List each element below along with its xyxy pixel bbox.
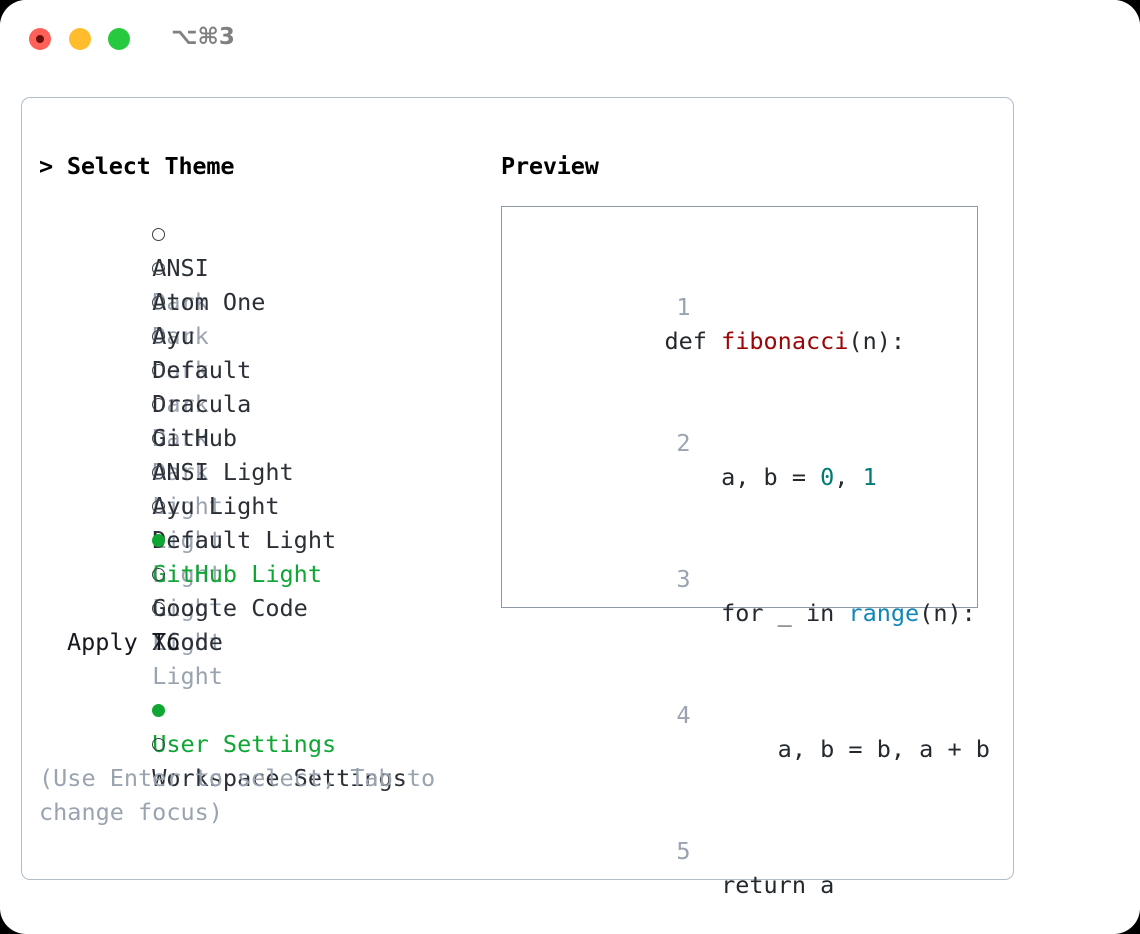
theme-name: Google Code [152,594,308,622]
apply-to-option-user-settings[interactable]: User Settings [39,659,489,758]
theme-name: ANSI Light [152,458,294,486]
theme-selector-column: > Select Theme ANSI Dark Atom One Dark A… [39,149,489,829]
keyboard-shortcut-label: ⌥⌘3 [171,24,235,50]
radio-unselected-icon[interactable] [152,353,166,387]
theme-name: XCode [152,628,223,656]
title-bar: ⌥⌘3 [0,0,1140,78]
code-text: a, b = b, a + b [664,735,990,763]
theme-name: Ayu Light [152,492,280,520]
radio-unselected-icon[interactable] [152,727,166,761]
code-line: 3 for _ in range(n): [523,528,977,664]
code-text: (n): [848,327,906,355]
theme-list-item-default[interactable]: Default Dark [39,285,489,418]
theme-list-item-dracula[interactable]: Dracula Dark [39,319,489,452]
theme-list-item-google-code[interactable]: Google Code Light [39,523,489,656]
radio-unselected-icon[interactable] [152,489,166,523]
apply-to-header: Apply To [67,628,181,656]
theme-name: Default Light [152,526,337,554]
theme-list-item-default-light[interactable]: Default Light Light [39,455,489,588]
apply-to-option-label: User Settings [152,730,337,758]
code-text: return a [664,871,835,899]
radio-selected-icon[interactable] [152,693,166,727]
radio-unselected-icon[interactable] [152,285,166,319]
radio-unselected-icon[interactable] [152,557,166,591]
code-text: for _ in [664,599,849,627]
main-panel: > Select Theme ANSI Dark Atom One Dark A… [21,97,1014,899]
close-button[interactable] [29,28,51,50]
theme-name: GitHub Light [152,560,322,588]
theme-kind: Light [152,662,223,690]
line-number: 1 [676,293,691,321]
code-number: 1 [862,463,877,491]
line-number: 4 [676,701,691,729]
radio-unselected-icon[interactable] [152,421,166,455]
line-number: 3 [676,565,691,593]
theme-kind: Light [152,628,223,656]
code-line: 1 def fibonacci(n): [523,256,977,392]
theme-selector-header: > Select Theme [39,152,235,180]
theme-list-item-xcode[interactable]: XCode Light [39,557,489,690]
code-function-name: fibonacci [721,327,849,355]
radio-unselected-icon[interactable] [152,387,166,421]
code-keyword: def [664,327,722,355]
theme-name: GitHub [152,424,238,452]
line-number: 2 [676,429,691,457]
radio-unselected-icon[interactable] [152,319,166,353]
theme-list-item-ansi[interactable]: ANSI Dark [39,183,489,316]
apply-to-option-label: Workspace Settings [152,764,407,792]
theme-list-item-github-light[interactable]: GitHub Light Light [39,489,489,622]
radio-selected-icon[interactable] [152,523,166,557]
minimize-button[interactable] [69,28,91,50]
theme-list-item-github[interactable]: GitHub Dark [39,353,489,486]
code-line: 5 return a [523,800,977,934]
code-line: 2 a, b = 0, 1 [523,392,977,528]
preview-header: Preview [501,152,599,180]
radio-unselected-icon[interactable] [152,455,166,489]
apply-to-option-workspace-settings[interactable]: Workspace Settings [39,693,489,792]
code-builtin-call: range [848,599,920,627]
keyboard-hint-text: (Use Enter to select, Tab to change focu… [39,764,436,826]
code-text: (n): [919,599,976,627]
theme-name: Atom One [152,288,266,316]
code-text: , [834,463,863,491]
radio-unselected-icon[interactable] [152,217,166,251]
code-number: 0 [820,463,835,491]
radio-unselected-icon[interactable] [152,591,166,625]
zoom-button[interactable] [108,28,130,50]
preview-box: 1 def fibonacci(n): 2 a, b = 0, 1 3 for … [501,206,990,899]
theme-name: Dracula [152,390,252,418]
preview-column: Preview 1 def fibonacci(n): 2 a, b = 0, … [501,149,1001,899]
theme-name: Default [152,356,252,384]
line-number: 5 [676,837,691,865]
code-line: 4 a, b = b, a + b [523,664,990,800]
code-text: a, b = [664,463,821,491]
radio-unselected-icon[interactable] [152,251,166,285]
